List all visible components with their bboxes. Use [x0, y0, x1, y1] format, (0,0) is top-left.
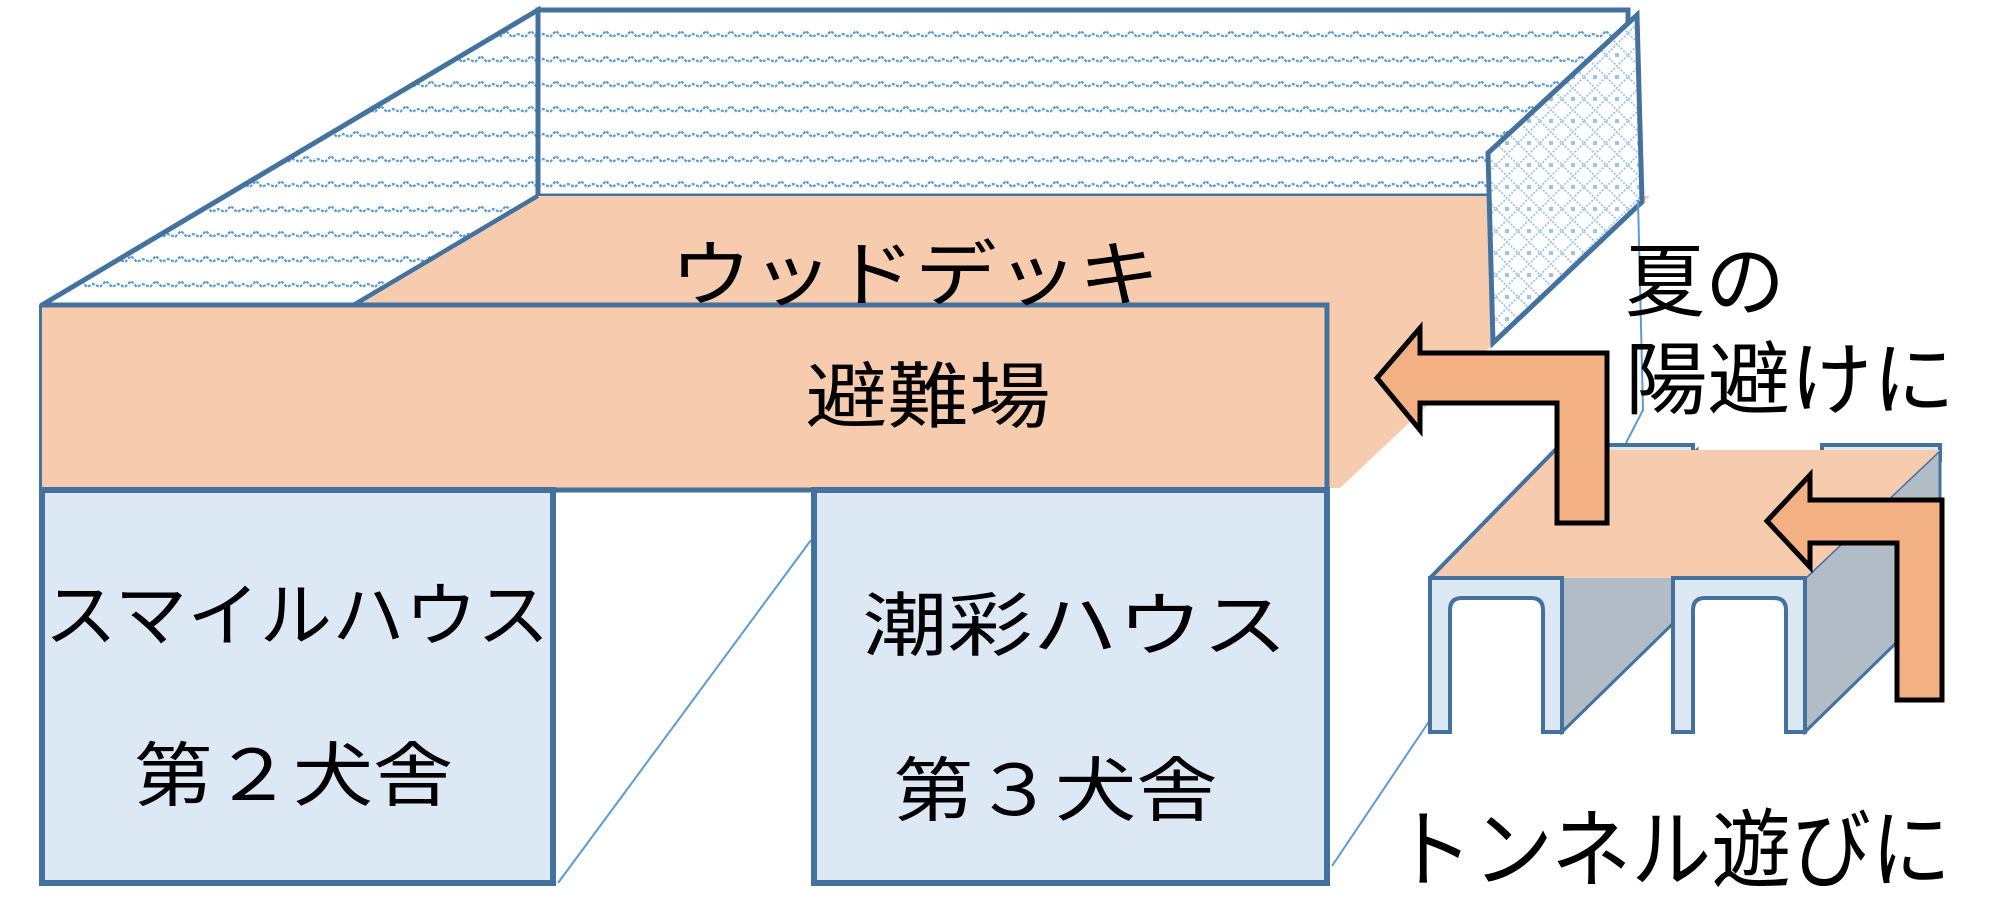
tunnel-front-left	[1428, 576, 1564, 734]
house-shiosai-sub: 第３犬舎	[893, 750, 1218, 832]
house-shiosai-name: 潮彩ハウス	[863, 585, 1288, 667]
floor-guide-line	[557, 539, 812, 884]
shelter-platform-outline	[42, 302, 1330, 490]
wood-deck-label: ウッドデッキ	[670, 233, 1160, 317]
house-smile-sub: 第２犬舎	[133, 735, 453, 817]
summer-shade-label-line1: 夏の	[1625, 236, 1785, 329]
right-lattice-panel	[1485, 9, 1645, 349]
house-smile	[39, 487, 556, 886]
shelter-platform	[42, 305, 1327, 488]
house-shiosai	[811, 487, 1330, 886]
back-fence-wall	[535, 7, 1631, 199]
arrow-tunnel-play	[1763, 468, 1945, 703]
tunnel	[1428, 443, 1942, 736]
tunnel-front-right	[1671, 576, 1807, 734]
panel-guide-line	[1625, 199, 1645, 444]
tunnel-play-label: トンネル遊びに	[1393, 801, 1951, 901]
summer-shade-label-line2: 陽避けに	[1625, 334, 1955, 427]
floor-guide-line-right	[1331, 719, 1431, 867]
shelter-label: 避難場	[806, 355, 1051, 439]
tunnel-top-edge	[1428, 445, 1560, 580]
house-smile-name: スマイルハウス	[45, 575, 550, 657]
arrow-summer-shade	[1373, 321, 1610, 526]
